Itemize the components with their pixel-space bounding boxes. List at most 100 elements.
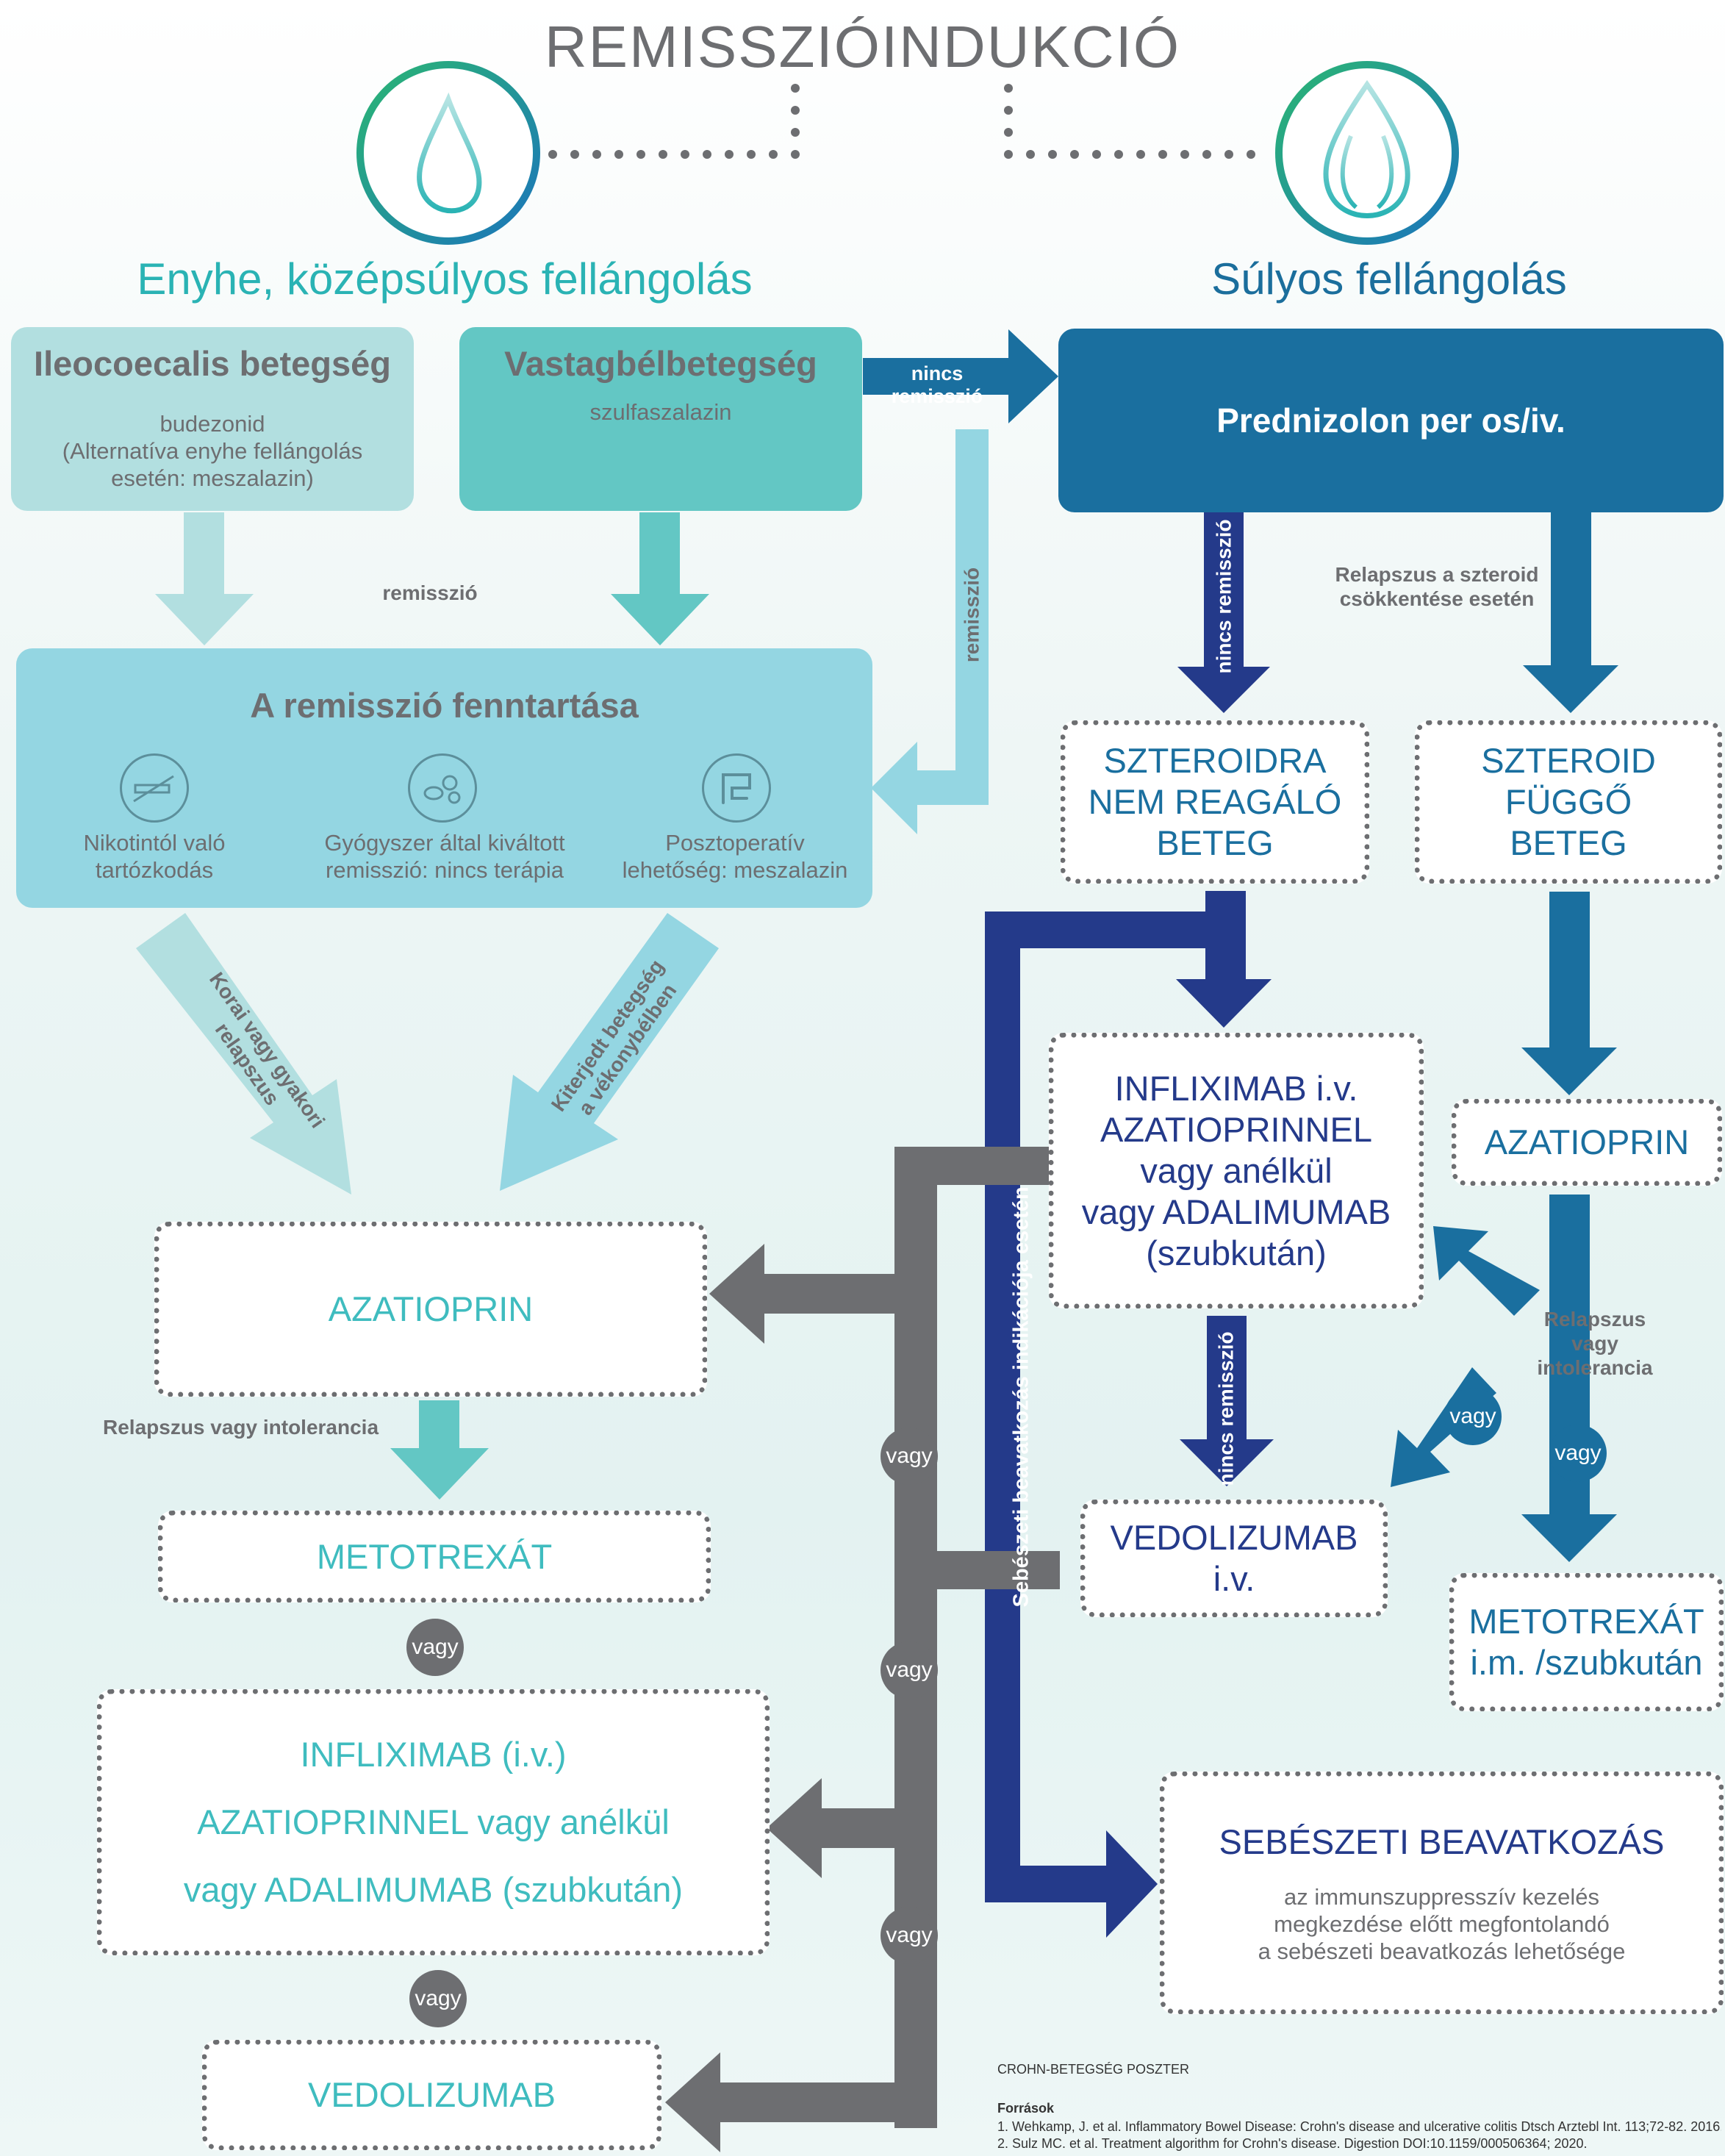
dependent-line3: BETEG (1510, 823, 1627, 862)
ileocoecal-line2: (Alternatíva enyhe fellángolás (62, 438, 363, 464)
dependent-line2: FÜGGŐ (1505, 782, 1632, 821)
nicotine-line1: Nikotintól való (83, 830, 226, 856)
infliximab-right-line2: AZATIOPRINNEL (1100, 1109, 1372, 1149)
prednizolon-label: Prednizolon per os/iv. (1216, 401, 1566, 440)
vagy-badge-left-2: vagy (409, 1970, 467, 2027)
vastagbel-sub: szulfaszalazin (589, 399, 732, 425)
vastagbel-title: Vastagbélbetegség (504, 344, 817, 383)
nonresp-line3: BETEG (1156, 823, 1274, 862)
ileocoecal-title: Ileocoecalis betegség (34, 344, 391, 383)
infliximab-left-line2: AZATIOPRINNEL vagy anélkül (197, 1802, 670, 1841)
arrow-aza-to-mtx (390, 1400, 489, 1500)
sources-title: Források (997, 2101, 1055, 2116)
ileocoecal-box: Ileocoecalis betegség budezonid (Alterna… (11, 327, 414, 511)
arrow-nonresp-to-infliximab (1176, 891, 1272, 1028)
label-nincs-remisszio-top: nincs remisszió (891, 362, 983, 407)
intestine-icon (702, 753, 771, 823)
surgery-line3: a sebészeti beavatkozás lehetősége (1258, 1938, 1626, 1964)
gray-alternatives-tree (665, 1147, 1060, 2152)
top-dotted-connectors (548, 84, 1255, 159)
vagy-badge-right-1: vagy (1444, 1388, 1502, 1445)
arrow-pred-to-dependent (1523, 512, 1618, 713)
vagy-badge-tree-2: vagy (881, 1641, 938, 1699)
maintenance-item-postop (702, 753, 771, 823)
vedolizumab-right-box: VEDOLIZUMAB i.v. (1080, 1500, 1388, 1617)
surgery-line1: az immunszuppresszív kezelés (1284, 1883, 1599, 1910)
maintenance-title: A remisszió fenntartása (250, 686, 639, 725)
arrow-pred-to-nonresp (1177, 512, 1270, 713)
infliximab-left-line3: vagy ADALIMUMAB (szubkután) (183, 1870, 684, 1909)
azatioprin-right-label: AZATIOPRIN (1484, 1122, 1690, 1161)
drug-line2: remisszió: nincs terápia (326, 857, 564, 883)
metotrexat-right-box: METOTREXÁT i.m. /szubkután (1449, 1573, 1724, 1711)
reference-2: 2. Sulz MC. et al. Treatment algorithm f… (997, 2136, 1588, 2151)
infliximab-left-box: INFLIXIMAB (i.v.) AZATIOPRINNEL vagy ané… (97, 1689, 770, 1955)
arrow-surgery-route (985, 912, 1224, 1938)
label-nincs-remisszio-vertical2: nincs remisszió (1214, 1331, 1238, 1486)
arrow-to-infliximab-right (1433, 1226, 1540, 1316)
metotrexat-left-box: METOTREXÁT (158, 1511, 711, 1602)
steroid-dependent-box: SZTEROID FÜGGŐ BETEG (1415, 720, 1722, 884)
azatioprin-left-box: AZATIOPRIN (154, 1222, 707, 1397)
infliximab-left-line1: INFLIXIMAB (i.v.) (300, 1735, 567, 1774)
surgery-title: SEBÉSZETI BEAVATKOZÁS (1219, 1822, 1665, 1861)
maintenance-item-drug (408, 753, 477, 823)
vagy-badge-tree-1: vagy (881, 1428, 938, 1485)
mild-flare-icon (356, 61, 540, 245)
arrow-to-prednizolon (863, 329, 1058, 423)
arrow-vastag-down (611, 512, 709, 645)
vagy-badge-left-1: vagy (406, 1619, 464, 1676)
vastagbel-box: Vastagbélbetegség szulfaszalazin (459, 327, 862, 511)
arrow-extended-disease (500, 913, 719, 1191)
vagy-badge-tree-3: vagy (881, 1907, 938, 1964)
label-sebeszeti-vertical: Sebészeti beavatkozás indikációja esetén (1009, 1186, 1033, 1608)
maintenance-item-nicotine (120, 753, 189, 823)
vedolizumab-left-box: VEDOLIZUMAB (202, 2040, 661, 2150)
label-remisszio-vertical: remisszió (960, 567, 983, 663)
dependent-line1: SZTEROID (1481, 741, 1656, 780)
arrow-inflix-to-vedo (1180, 1316, 1274, 1486)
no-smoking-icon (120, 753, 189, 823)
infliximab-right-line1: INFLIXIMAB i.v. (1114, 1068, 1358, 1108)
infliximab-right-line5: (szubkután) (1146, 1233, 1327, 1272)
label-remisszio-center: remisszió (382, 581, 478, 604)
azatioprin-right-box: AZATIOPRIN (1452, 1099, 1722, 1186)
left-heading: Enyhe, középsúlyos fellángolás (137, 254, 753, 304)
steroid-nonresponder-box: SZTEROIDRA NEM REAGÁLÓ BETEG (1061, 720, 1369, 884)
surgery-box: SEBÉSZETI BEAVATKOZÁS az immunszuppressz… (1160, 1772, 1724, 2014)
vedolizumab-right-line1: VEDOLIZUMAB (1110, 1518, 1358, 1557)
nonresp-line2: NEM REAGÁLÓ (1088, 782, 1342, 821)
postop-line2: lehetőség: meszalazin (622, 857, 848, 883)
nonresp-line1: SZTEROIDRA (1103, 741, 1327, 780)
label-relapszus-intolerancia-left: Relapszus vagy intolerancia (103, 1416, 379, 1439)
arrow-remission-return (871, 429, 1058, 834)
severe-flare-icon (1275, 61, 1459, 245)
metotrexat-right-line1: METOTREXÁT (1468, 1602, 1704, 1641)
postop-line1: Posztoperatív (665, 830, 805, 856)
arrow-aza-right-down (1521, 1195, 1617, 1562)
azatioprin-left-label: AZATIOPRIN (328, 1289, 534, 1328)
infliximab-right-line4: vagy ADALIMUMAB (1081, 1192, 1391, 1231)
pills-icon (408, 753, 477, 823)
label-nincs-remisszio-vertical1: nincs remisszió (1212, 519, 1236, 674)
vedolizumab-left-label: VEDOLIZUMAB (308, 2075, 556, 2114)
arrow-early-relapse (136, 913, 351, 1195)
surgery-line2: megkezdése előtt megfontolandó (1274, 1910, 1610, 1937)
infliximab-right-line3: vagy anélkül (1140, 1150, 1333, 1190)
nicotine-line2: tartózkodás (95, 857, 214, 883)
prednizolon-box: Prednizolon per os/iv. (1058, 329, 1724, 512)
page-title: REMISSZIÓINDUKCIÓ (544, 14, 1181, 79)
metotrexat-right-line2: i.m. /szubkután (1470, 1643, 1703, 1682)
right-heading: Súlyos fellángolás (1211, 254, 1567, 304)
ileocoecal-line1: budezonid (159, 411, 265, 437)
label-relapszus-szteroid-2: csökkentése esetén (1339, 587, 1535, 610)
arrow-dependent-to-aza (1521, 892, 1617, 1095)
vagy-badge-right-2: vagy (1549, 1425, 1607, 1482)
ileocoecal-line3: esetén: meszalazin) (111, 465, 314, 491)
metotrexat-left-label: METOTREXÁT (316, 1536, 553, 1576)
label-relapszus-right-2: vagy (1571, 1332, 1618, 1355)
poster-name: CROHN-BETEGSÉG POSZTER (997, 2062, 1190, 2077)
infliximab-right-box: INFLIXIMAB i.v. AZATIOPRINNEL vagy anélk… (1049, 1033, 1424, 1308)
vedolizumab-right-line2: i.v. (1213, 1559, 1255, 1598)
